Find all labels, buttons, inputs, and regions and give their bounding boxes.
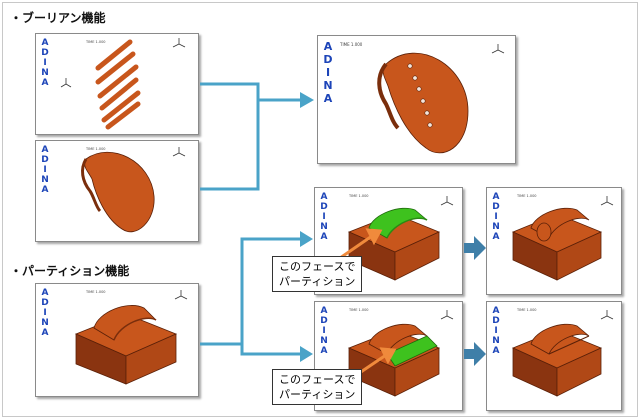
callout-line: このフェースで — [279, 260, 356, 273]
rods-figure — [60, 38, 186, 130]
time-label: TIME 1.000 — [340, 42, 363, 47]
time-label: TIME 1.000 — [86, 147, 106, 151]
time-label: TIME 1.000 — [349, 194, 369, 198]
adina-logo: A D I N A — [320, 192, 328, 242]
partition-side-result-panel: A D I N A TIME 1.000 — [486, 301, 622, 411]
adina-logo: A D I N A — [41, 38, 49, 88]
axis-triad-icon — [172, 147, 186, 157]
block-top-result-figure — [511, 196, 614, 281]
axis-triad-icon — [600, 196, 614, 206]
time-label: TIME 1.000 — [517, 194, 537, 198]
axis-triad-icon — [174, 290, 188, 300]
time-label: TIME 1.000 — [86, 40, 106, 44]
partition-callout-side: このフェースで パーティション — [272, 369, 363, 405]
adina-logo: A D I N A — [323, 40, 333, 105]
adina-logo: A D I N A — [320, 306, 328, 356]
axis-triad-icon — [440, 310, 454, 320]
rods-panel: A D I N A TIME 1.000 — [35, 33, 199, 135]
partition-callout-top: このフェースで パーティション — [272, 256, 363, 292]
adina-logo: A D I N A — [41, 145, 49, 195]
time-label: TIME 1.000 — [517, 308, 537, 312]
axis-triad-icon — [172, 38, 186, 48]
callout-line: パーティション — [279, 275, 356, 288]
boolean-result-figure — [377, 44, 505, 154]
partition-top-result-panel: A D I N A TIME 1.000 — [486, 187, 622, 295]
adina-logo: A D I N A — [492, 306, 500, 356]
time-label: TIME 1.000 — [349, 308, 369, 312]
shell-figure — [81, 147, 186, 233]
partition-heading: ・パーティション機能 — [10, 264, 130, 278]
shell-panel: A D I N A TIME 1.000 — [35, 140, 199, 242]
axis-triad-icon — [440, 196, 454, 206]
adina-logo: A D I N A — [41, 288, 49, 338]
adina-logo: A D I N A — [492, 192, 500, 242]
axis-triad-icon — [600, 310, 614, 320]
block-side-result-figure — [511, 310, 614, 397]
axis-triad-icon — [491, 44, 505, 54]
callout-line: パーティション — [279, 388, 356, 401]
boolean-result-panel: A D I N A TIME 1.000 — [317, 35, 516, 164]
partition-input-panel: A D I N A TIME 1.000 — [35, 283, 199, 397]
block-figure — [74, 290, 188, 385]
boolean-heading: ・ブーリアン機能 — [10, 11, 106, 25]
callout-line: このフェースで — [279, 373, 356, 386]
time-label: TIME 1.000 — [86, 290, 106, 294]
